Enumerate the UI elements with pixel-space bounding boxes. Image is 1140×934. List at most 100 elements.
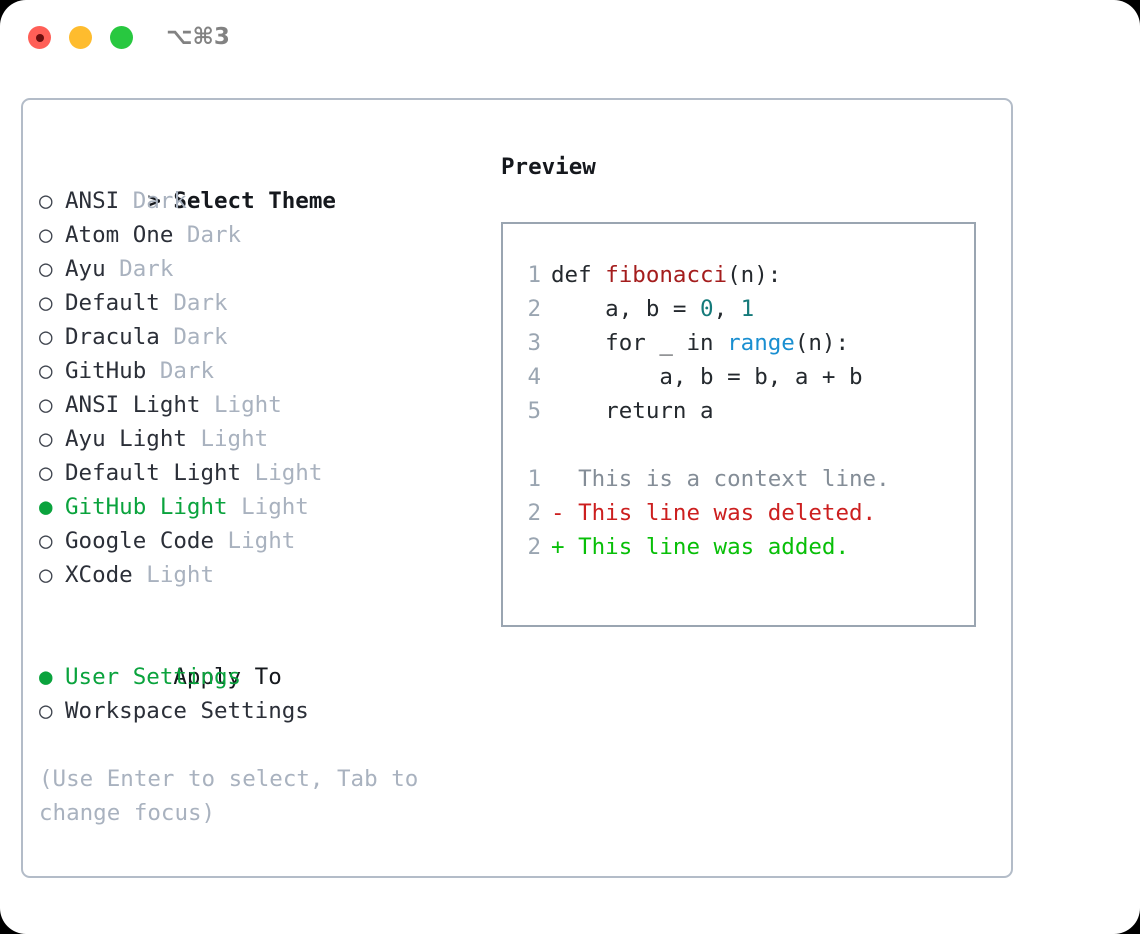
code-token-kw: (n): (794, 330, 850, 356)
spacer (39, 592, 469, 626)
diff-text-ctx: This is a context line. (551, 466, 890, 492)
theme-name-label: Default Light (65, 460, 242, 486)
theme-list-item[interactable]: ○ XCode Light (39, 558, 469, 592)
theme-variant-tag: Dark (159, 324, 228, 350)
radio-unselected-icon: ○ (39, 290, 53, 316)
code-token-num: 0 (700, 296, 714, 322)
theme-variant-tag: Light (132, 562, 215, 588)
code-line: 3 for _ in range(n): (515, 326, 970, 360)
code-diff-separator (515, 428, 970, 462)
apply-to-label: User Settings (65, 664, 242, 690)
close-button-icon[interactable] (28, 26, 51, 49)
code-token-kw: , (713, 296, 741, 322)
theme-variant-tag: Light (227, 494, 309, 520)
diff-text-add: + This line was added. (551, 534, 850, 560)
radio-unselected-icon: ○ (39, 528, 53, 554)
theme-name-label: Atom One (65, 222, 174, 248)
code-token-fn: fibonacci (605, 262, 728, 288)
theme-name-label: Ayu (65, 256, 106, 282)
code-token-kw: (n): (727, 262, 782, 288)
theme-list-item[interactable]: ○ Ayu Dark (39, 252, 469, 286)
theme-selector-heading: >Select Theme (39, 150, 469, 214)
code-token-kw: for _ in (551, 330, 728, 356)
line-number: 2 (527, 534, 541, 560)
theme-selector-column: >Select Theme ○ANSI Dark○Atom One Dark○A… (39, 150, 469, 830)
diff-line: 2 - This line was deleted. (515, 496, 970, 530)
radio-selected-icon: ● (39, 664, 53, 690)
code-line: 5 return a (515, 394, 970, 428)
theme-variant-tag: Light (200, 392, 282, 418)
radio-selected-icon: ● (39, 494, 53, 520)
code-line: 2 a, b = 0, 1 (515, 292, 970, 326)
line-number: 1 (527, 466, 541, 492)
theme-list-item[interactable]: ○ Atom One Dark (39, 218, 469, 252)
title-bar: ⌥⌘3 (0, 0, 1140, 76)
content-panel: >Select Theme ○ANSI Dark○Atom One Dark○A… (21, 98, 1013, 878)
radio-unselected-icon: ○ (39, 256, 53, 282)
radio-unselected-icon: ○ (39, 324, 53, 350)
line-number: 2 (527, 500, 541, 526)
preview-title: Preview (501, 154, 596, 180)
theme-list-item[interactable]: ○ ANSI Light Light (39, 388, 469, 422)
radio-unselected-icon: ○ (39, 460, 53, 486)
theme-variant-tag: Light (241, 460, 323, 486)
theme-variant-tag: Dark (159, 290, 228, 316)
theme-variant-tag: Light (186, 426, 269, 452)
radio-unselected-icon: ○ (39, 222, 53, 248)
theme-name-label: GitHub Light (65, 494, 228, 520)
theme-variant-tag: Dark (146, 358, 215, 384)
theme-list-item[interactable]: ○ANSI Dark (39, 184, 469, 218)
theme-list-item[interactable]: ○ Google Code Light (39, 524, 469, 558)
theme-name-label: Ayu Light (65, 426, 187, 452)
code-token-kw: a, b = (551, 296, 701, 322)
apply-to-heading-label: Apply To (173, 664, 282, 690)
theme-list-item[interactable]: ● GitHub Light Light (39, 490, 469, 524)
theme-variant-tag: Light (214, 528, 296, 554)
theme-list-item[interactable]: ○ Dracula Dark (39, 320, 469, 354)
radio-unselected-icon: ○ (39, 698, 53, 724)
apply-to-label: Workspace Settings (65, 698, 309, 724)
code-token-kw: return a (551, 398, 714, 424)
keyboard-hint-text: (Use Enter to select, Tab to change focu… (39, 766, 419, 826)
theme-name-label: Default (65, 290, 160, 316)
radio-unselected-icon: ○ (39, 392, 53, 418)
theme-name-label: ANSI Light (65, 392, 201, 418)
apply-to-item[interactable]: ● User Settings (39, 660, 469, 694)
traffic-light-buttons (28, 26, 133, 49)
theme-list: ○ANSI Dark ○ Atom One Dark ○ Ayu Dark ○ Defaul… (39, 184, 469, 592)
apply-to-heading: Apply To (39, 626, 469, 690)
theme-variant-tag: Dark (105, 256, 174, 282)
diff-line: 1 This is a context line. (515, 462, 970, 496)
prompt-caret-icon: > (147, 188, 161, 214)
apply-to-list: ● User Settings ○ Workspace Settings (39, 660, 469, 728)
line-number: 1 (527, 262, 541, 288)
theme-variant-tag: Dark (173, 222, 242, 248)
code-token-kw: def (551, 262, 606, 288)
radio-unselected-icon: ○ (39, 562, 53, 588)
minimize-button-icon[interactable] (69, 26, 92, 49)
code-token-num: 1 (740, 296, 755, 322)
diff-text-del: - This line was deleted. (551, 500, 877, 526)
code-line: 1 def fibonacci(n): (515, 258, 970, 292)
apply-to-item[interactable]: ○ Workspace Settings (39, 694, 469, 728)
code-token-builtin: range (727, 330, 795, 356)
theme-name-label: Google Code (65, 528, 215, 554)
theme-list-item[interactable]: ○ Default Dark (39, 286, 469, 320)
theme-list-item[interactable]: ○ Ayu Light Light (39, 422, 469, 456)
line-number: 3 (527, 330, 541, 356)
radio-unselected-icon: ○ (39, 358, 53, 384)
theme-list-item[interactable]: ○GitHub Dark (39, 354, 469, 388)
theme-list-item[interactable]: ○ Default Light Light (39, 456, 469, 490)
code-token-kw: a, b = b, a + b (551, 364, 863, 390)
line-number: 2 (527, 296, 541, 322)
radio-unselected-icon: ○ (39, 426, 53, 452)
theme-name-label: XCode (65, 562, 133, 588)
keyboard-shortcut-label: ⌥⌘3 (166, 24, 230, 50)
code-line: 4 a, b = b, a + b (515, 360, 970, 394)
theme-name-label: Dracula (65, 324, 160, 350)
zoom-button-icon[interactable] (110, 26, 133, 49)
diff-sample: 1 This is a context line. 2 - This line wa… (515, 462, 970, 564)
